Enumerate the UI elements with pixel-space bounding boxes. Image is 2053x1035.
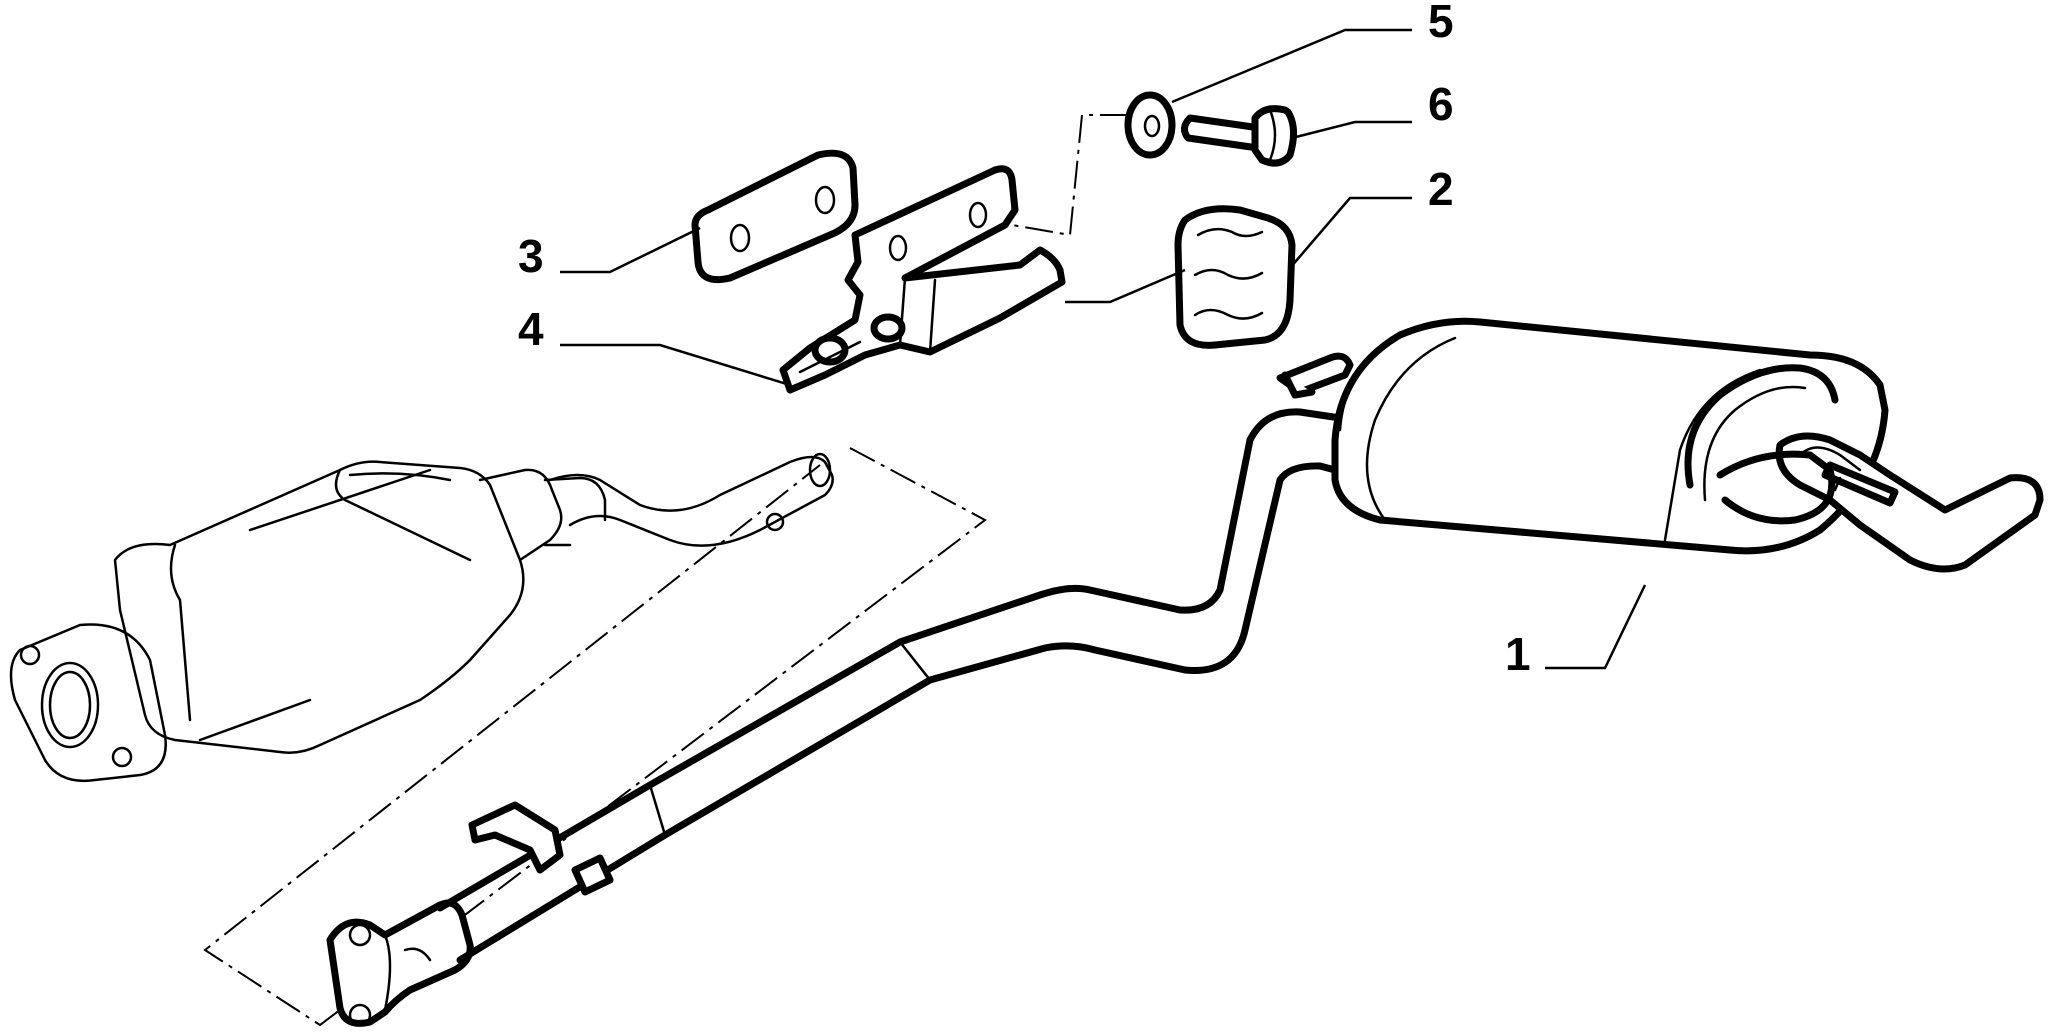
callout-4: 4 — [518, 303, 544, 355]
catalytic-converter — [9, 452, 834, 783]
bolt — [1181, 105, 1297, 167]
leader-lines — [560, 28, 1647, 670]
assembly-line — [1011, 114, 1128, 237]
callout-5: 5 — [1428, 0, 1454, 47]
callout-1: 1 — [1505, 628, 1531, 680]
callout-3: 3 — [518, 230, 544, 282]
callout-numbers: 1 2 3 4 5 6 — [518, 0, 1531, 680]
flat-plate — [691, 149, 859, 284]
callout-2: 2 — [1428, 163, 1454, 215]
rubber-hanger — [1174, 205, 1296, 349]
washer — [1124, 91, 1176, 159]
reference-outline — [203, 447, 987, 1027]
muffler-pipe-assembly — [326, 317, 2044, 1027]
callout-6: 6 — [1428, 78, 1454, 130]
